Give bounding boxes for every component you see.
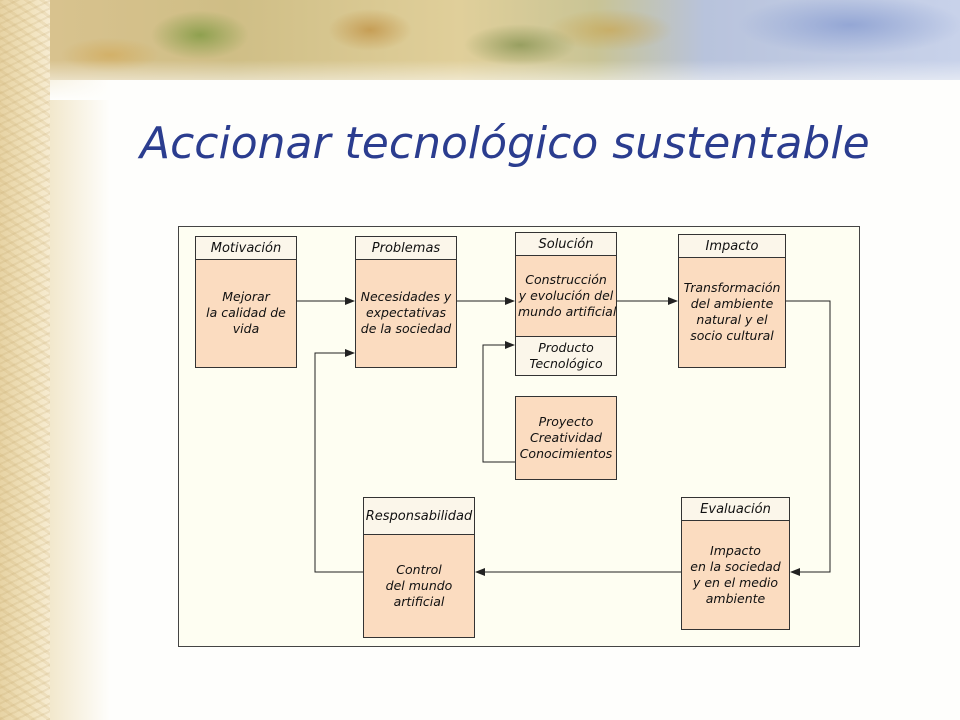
box-problemas-line: de la sociedad [360, 321, 452, 336]
box-proyecto-body: Proyecto Creatividad Conocimientos [518, 397, 614, 479]
box-solucion-body: Construcción y evolución del mundo artif… [518, 255, 617, 337]
box-motivacion-line: Mejorar [222, 289, 270, 304]
parchment-fade [50, 0, 110, 720]
banner-fade [50, 60, 960, 100]
box-evaluacion-body: Impacto en la sociedad y en el medio amb… [684, 520, 787, 629]
box-problemas-header: Problemas [356, 237, 456, 260]
box-evaluacion: Evaluación Impacto en la sociedad y en e… [681, 497, 790, 630]
box-problemas-body: Necesidades y expectativas de la socieda… [358, 259, 454, 367]
box-solucion-header: Solución [516, 233, 616, 256]
box-problemas: Problemas Necesidades y expectativas de … [355, 236, 457, 368]
slide-title: Accionar tecnológico sustentable [140, 118, 870, 169]
box-producto-line: Tecnológico [529, 356, 603, 371]
box-proyecto-line: Creatividad [530, 430, 602, 445]
parchment-strip [0, 0, 50, 720]
box-impacto: Impacto Transformación del ambiente natu… [678, 234, 786, 368]
box-motivacion-line: vida [232, 321, 260, 336]
box-motivacion-header: Motivación [196, 237, 296, 260]
box-problemas-line: Necesidades y [360, 289, 452, 304]
box-proyecto: Proyecto Creatividad Conocimientos [515, 396, 617, 480]
box-impacto-line: Transformación [683, 280, 781, 295]
box-impacto-line: natural y el [696, 312, 768, 327]
box-producto-line: Producto [538, 340, 594, 355]
box-producto-tecnologico: Producto Tecnológico [516, 336, 616, 375]
box-motivacion: Motivación Mejorar la calidad de vida [195, 236, 297, 368]
box-solucion-line: y evolución del [518, 288, 614, 303]
box-impacto-header: Impacto [679, 235, 785, 258]
box-impacto-body: Transformación del ambiente natural y el… [681, 257, 783, 367]
box-evaluacion-line: en la sociedad [690, 558, 781, 574]
box-solucion-line: mundo artificial [518, 304, 617, 319]
box-evaluacion-line: ambiente [705, 590, 766, 606]
box-solucion: Solución Construcción y evolución del mu… [515, 232, 617, 376]
box-proyecto-line: Proyecto [538, 414, 594, 429]
box-solucion-line: Construcción [525, 272, 607, 287]
box-responsabilidad-header: Responsabilidad [364, 498, 474, 535]
box-proyecto-line: Conocimientos [519, 446, 613, 461]
box-impacto-line: socio cultural [690, 328, 774, 343]
box-evaluacion-line: Impacto [710, 542, 761, 558]
box-responsabilidad-line: artificial [393, 593, 445, 609]
box-motivacion-body: Mejorar la calidad de vida [198, 259, 294, 367]
box-responsabilidad-line: del mundo [385, 577, 453, 593]
box-evaluacion-header: Evaluación [682, 498, 789, 521]
box-responsabilidad: Responsabilidad Control del mundo artifi… [363, 497, 475, 638]
box-evaluacion-line: y en el medio [692, 574, 779, 590]
box-motivacion-line: la calidad de [206, 305, 286, 320]
box-responsabilidad-body: Control del mundo artificial [366, 534, 472, 637]
box-impacto-line: del ambiente [690, 296, 774, 311]
box-responsabilidad-line: Control [396, 561, 442, 577]
box-problemas-line: expectativas [365, 305, 447, 320]
